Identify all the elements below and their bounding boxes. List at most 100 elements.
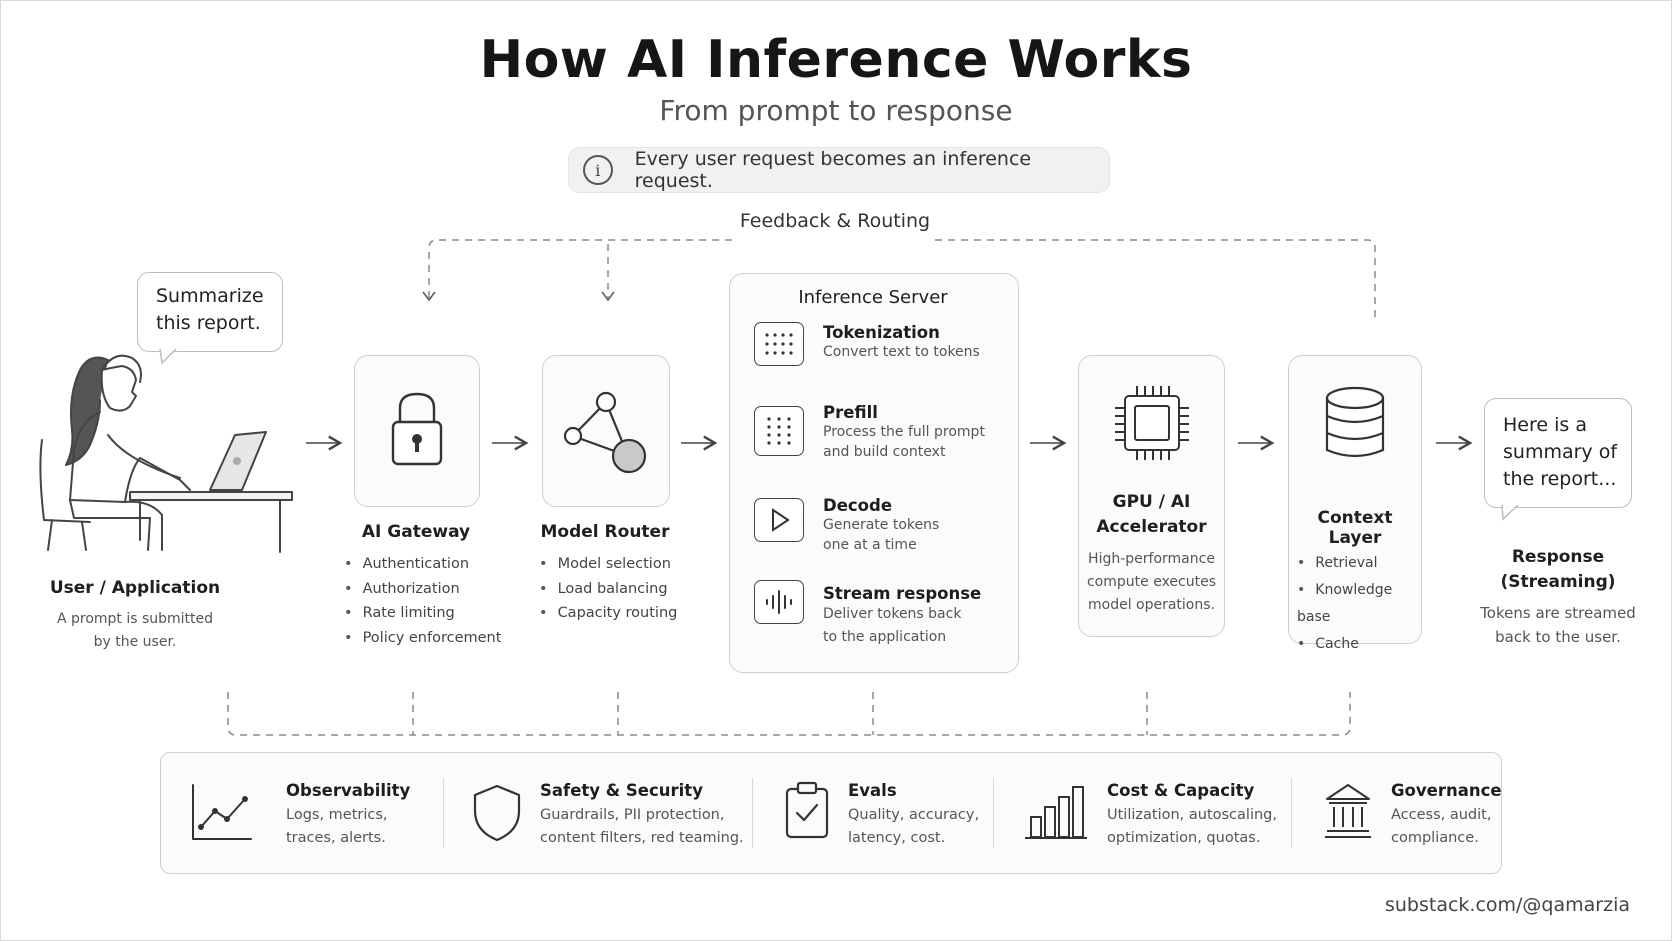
database-icon [1325, 386, 1385, 458]
model-router-card [542, 355, 670, 507]
gpu-label-line: Accelerator [1096, 517, 1207, 537]
pillar-desc: Logs, metrics, [286, 807, 388, 823]
feedback-arrowheads [422, 291, 615, 302]
gpu-accelerator-card: GPU / AI Accelerator High-performance co… [1078, 355, 1225, 637]
divider [1291, 778, 1292, 848]
list-item: Model selection [539, 552, 699, 577]
waveform-icon [754, 580, 804, 624]
pillar-desc: optimization, quotas. [1107, 830, 1261, 846]
user-at-laptop-illustration [39, 354, 293, 553]
pillar-governance: Governance Access, audit, compliance. [1391, 781, 1502, 850]
gpu-desc-line: compute executes [1086, 574, 1216, 590]
divider [993, 778, 994, 848]
pillar-desc: Access, audit, [1391, 807, 1492, 823]
gpu-desc: High-performance compute executes model … [1079, 548, 1224, 617]
response-label-line: (Streaming) [1500, 572, 1616, 592]
list-item: Authentication [344, 552, 514, 577]
bar-chart-icon [1025, 786, 1087, 839]
bubble-tail [159, 349, 177, 365]
page-subtitle: From prompt to response [659, 94, 1013, 127]
pillar-name: Safety & Security [540, 781, 703, 800]
list-item: Cache [1297, 631, 1427, 658]
info-icon: i [583, 155, 613, 185]
info-banner: i Every user request becomes an inferenc… [568, 147, 1110, 193]
credit-text: substack.com/@qamarzia [1384, 894, 1630, 916]
context-layer-card: Context Layer Retrieval Knowledge base C… [1288, 355, 1422, 652]
token-grid-icon [754, 322, 804, 366]
pillar-name: Observability [286, 781, 411, 800]
pillar-desc: traces, alerts. [286, 830, 386, 846]
network-icon [563, 391, 647, 474]
response-desc-line: Tokens are streamed [1480, 604, 1636, 622]
list-item: Retrieval [1297, 550, 1427, 577]
feedback-label: Feedback & Routing [735, 210, 935, 232]
operations-panel: Observability Logs, metrics, traces, ale… [160, 752, 1502, 874]
inference-server-title: Inference Server [798, 287, 948, 308]
pillar-safety-security: Safety & Security Guardrails, PII protec… [540, 781, 745, 850]
response-label: Response (Streaming) [1470, 545, 1646, 595]
pillar-name: Evals [848, 781, 897, 800]
response-label-line: Response [1511, 547, 1605, 567]
user-desc-line: by the user. [93, 634, 177, 650]
chip-icon [1115, 386, 1189, 460]
pillar-desc: Quality, accuracy, [848, 807, 980, 823]
pillar-observability: Observability Logs, metrics, traces, ale… [286, 781, 446, 850]
gpu-label: GPU / AI Accelerator [1079, 490, 1224, 540]
pillar-desc: content filters, red teaming. [540, 830, 744, 846]
step-desc: Process the full prompt [823, 424, 985, 440]
step-tokenization: Tokenization Convert text to tokens [823, 323, 1008, 362]
play-icon [754, 498, 804, 542]
step-desc: one at a time [823, 537, 917, 553]
feedback-routing-route [428, 239, 1376, 322]
response-bubble-line: summary of [1503, 441, 1618, 463]
step-name: Prefill [823, 403, 878, 422]
observability-bus [227, 692, 1351, 736]
pillar-cost-capacity: Cost & Capacity Utilization, autoscaling… [1107, 781, 1297, 850]
list-item: Rate limiting [344, 601, 514, 626]
list-item: Authorization [344, 577, 514, 602]
lock-icon [391, 392, 443, 466]
model-router-bullets: Model selection Load balancing Capacity … [539, 552, 699, 626]
pillar-evals: Evals Quality, accuracy, latency, cost. [848, 781, 988, 850]
context-label: Context Layer [1317, 508, 1393, 548]
gpu-desc-line: High-performance [1088, 551, 1215, 567]
pillar-desc: Utilization, autoscaling, [1107, 807, 1277, 823]
bubble-tail [1501, 505, 1519, 521]
gpu-label-line: GPU / AI [1112, 492, 1191, 512]
step-prefill: Prefill Process the full prompt and buil… [823, 403, 1008, 462]
page-title: How AI Inference Works [479, 30, 1193, 90]
gpu-desc-line: model operations. [1087, 597, 1215, 613]
response-bubble-line: Here is a [1503, 414, 1587, 436]
user-prompt-bubble: Summarize this report. [137, 272, 283, 352]
step-stream-response: Stream response Deliver tokens back to t… [823, 584, 1008, 649]
list-item: Load balancing [539, 577, 699, 602]
response-desc: Tokens are streamed back to the user. [1466, 601, 1650, 649]
ai-gateway-card [354, 355, 480, 507]
step-desc: to the application [823, 629, 947, 645]
step-desc: Generate tokens [823, 517, 940, 533]
step-name: Stream response [823, 584, 982, 603]
step-name: Decode [823, 496, 893, 515]
user-prompt-line: Summarize [156, 285, 264, 307]
model-router-label: Model Router [540, 522, 670, 542]
ai-gateway-label: AI Gateway [361, 522, 471, 542]
response-bubble: Here is a summary of the report... [1484, 398, 1632, 508]
banner-text: Every user request becomes an inference … [634, 148, 1032, 192]
pillar-desc: latency, cost. [848, 830, 946, 846]
list-item: Policy enforcement [344, 626, 514, 651]
step-decode: Decode Generate tokens one at a time [823, 496, 1008, 555]
prefill-grid-icon [754, 406, 804, 456]
user-desc: A prompt is submitted by the user. [40, 608, 230, 654]
shield-icon [473, 784, 521, 842]
response-desc-line: back to the user. [1495, 628, 1621, 646]
pillar-name: Cost & Capacity [1107, 781, 1255, 800]
list-item: Knowledge base [1297, 577, 1427, 631]
step-desc: and build context [823, 444, 946, 460]
divider [752, 778, 753, 848]
step-desc: Convert text to tokens [823, 344, 980, 360]
ai-gateway-bullets: Authentication Authorization Rate limiti… [344, 552, 514, 650]
list-item: Capacity routing [539, 601, 699, 626]
user-prompt-line: this report. [156, 312, 261, 334]
pillar-desc: compliance. [1391, 830, 1479, 846]
context-bullets: Retrieval Knowledge base Cache [1297, 550, 1427, 658]
